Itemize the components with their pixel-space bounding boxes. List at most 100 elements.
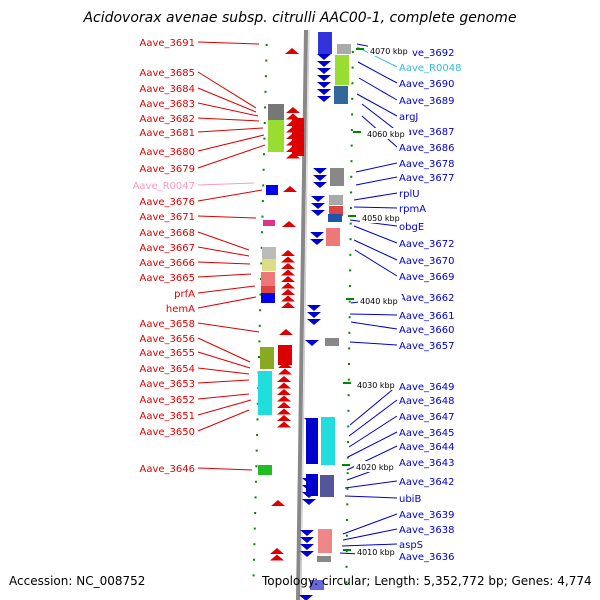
right-arrow-mark xyxy=(302,499,316,505)
left-arrow-mark xyxy=(277,376,291,382)
right-leader-line xyxy=(355,162,398,173)
right-gene-block xyxy=(325,338,339,346)
right-leader-line xyxy=(344,495,398,499)
tick-dot xyxy=(351,113,354,116)
tick-dot xyxy=(255,465,258,468)
right-leader-line xyxy=(342,528,398,541)
left-leader-line xyxy=(197,467,253,471)
tick-dot xyxy=(350,144,353,147)
right-leader-line xyxy=(361,103,398,132)
right-leader-line xyxy=(353,192,398,201)
tick-dot xyxy=(255,449,258,452)
right-gene-label: ubiB xyxy=(399,494,421,505)
right-arrow-mark xyxy=(300,537,314,543)
tick-dot xyxy=(345,550,348,553)
right-arrow-mark xyxy=(311,203,325,209)
left-arrow-mark xyxy=(278,368,292,375)
tick-dot xyxy=(348,285,351,287)
tick-dot xyxy=(261,200,264,202)
left-arrow-mark xyxy=(282,221,296,227)
left-gene-label: Aave_3683 xyxy=(140,99,196,110)
left-gene-label: Aave_3651 xyxy=(140,411,196,422)
tick-dot xyxy=(345,581,348,584)
kbp-tick xyxy=(348,215,356,217)
left-gene-label: Aave_3650 xyxy=(140,427,196,438)
tick-dot xyxy=(346,456,349,459)
right-gene-label: Aave_3648 xyxy=(399,396,455,407)
left-leader-line xyxy=(197,379,250,384)
tick-dot xyxy=(345,565,348,568)
right-gene-label: Aave_R0048 xyxy=(399,63,461,74)
right-gene-label: Aave_3678 xyxy=(399,159,455,170)
left-arrow-mark xyxy=(281,302,295,308)
right-gene-block xyxy=(321,417,335,465)
left-arrow-mark xyxy=(277,408,291,415)
left-leader-line xyxy=(197,367,250,375)
right-leader-line xyxy=(349,341,398,346)
left-arrow-mark xyxy=(281,269,295,276)
kbp-label: 4070 kbp xyxy=(370,47,408,56)
tick-dot xyxy=(259,293,262,296)
left-leader-line xyxy=(197,117,260,122)
tick-dot xyxy=(258,324,261,327)
left-gene-block xyxy=(268,120,284,152)
right-gene-block xyxy=(310,580,324,590)
right-leader-line xyxy=(347,431,398,458)
right-gene-label: Aave_3689 xyxy=(399,96,455,107)
right-gene-label: Aave_3660 xyxy=(399,325,455,336)
kbp-label-bg xyxy=(355,546,399,557)
left-gene-label: hemA xyxy=(166,304,195,315)
left-gene-block xyxy=(261,272,275,286)
left-gene-block xyxy=(258,465,272,475)
right-gene-label: Aave_3687 xyxy=(399,127,455,138)
tick-marks xyxy=(252,44,354,584)
left-gene-label: Aave_3665 xyxy=(140,273,196,284)
tick-dot xyxy=(350,191,353,194)
left-arrow-mark xyxy=(281,276,295,282)
right-leader-line xyxy=(348,415,398,448)
right-leader-line xyxy=(344,480,398,489)
kbp-label: 4040 kbp xyxy=(360,297,398,306)
left-arrow-mark xyxy=(281,289,295,295)
right-arrow-mark xyxy=(317,96,331,102)
left-leader-line xyxy=(197,189,263,202)
right-arrow-mark xyxy=(317,61,331,67)
tick-dot xyxy=(256,434,259,436)
right-gene-label: rplU xyxy=(399,189,420,200)
left-arrow-mark xyxy=(285,48,299,54)
right-gene-label: Aave_3645 xyxy=(399,428,455,439)
kbp-label-bg xyxy=(358,295,402,306)
left-arrow-mark xyxy=(277,415,291,421)
left-gene-label: Aave_3668 xyxy=(140,228,196,239)
right-arrow-mark xyxy=(300,551,314,557)
right-leader-line xyxy=(353,239,398,261)
left-leader-line xyxy=(197,399,252,416)
right-leader-lines xyxy=(339,43,398,557)
kbp-tick xyxy=(346,298,354,300)
kbp-label-bg xyxy=(360,212,404,223)
left-gene-block xyxy=(262,247,276,259)
right-gene-block xyxy=(329,195,343,205)
tick-dot xyxy=(351,82,354,85)
left-gene-label: Aave_3679 xyxy=(140,164,196,175)
right-arrow-mark xyxy=(307,305,321,311)
left-arrow-mark xyxy=(270,548,284,554)
left-arrow-mark xyxy=(277,402,291,408)
left-gene-block xyxy=(278,345,292,365)
right-leader-line xyxy=(354,249,398,277)
right-gene-block xyxy=(335,55,349,85)
right-leader-line xyxy=(357,61,398,84)
right-gene-label: rpmA xyxy=(399,204,426,215)
right-arrow-mark xyxy=(313,168,327,174)
right-leader-line xyxy=(358,77,398,101)
left-gene-block xyxy=(266,185,278,195)
kbp-tick xyxy=(356,48,364,50)
right-arrow-mark xyxy=(311,196,325,202)
left-arrow-mark xyxy=(283,186,297,192)
tick-dot xyxy=(346,487,349,490)
tick-dot xyxy=(260,262,263,265)
right-gene-label: Aave_3639 xyxy=(399,510,455,521)
right-gene-label: Aave_3661 xyxy=(399,311,455,322)
tick-dot xyxy=(347,441,350,443)
